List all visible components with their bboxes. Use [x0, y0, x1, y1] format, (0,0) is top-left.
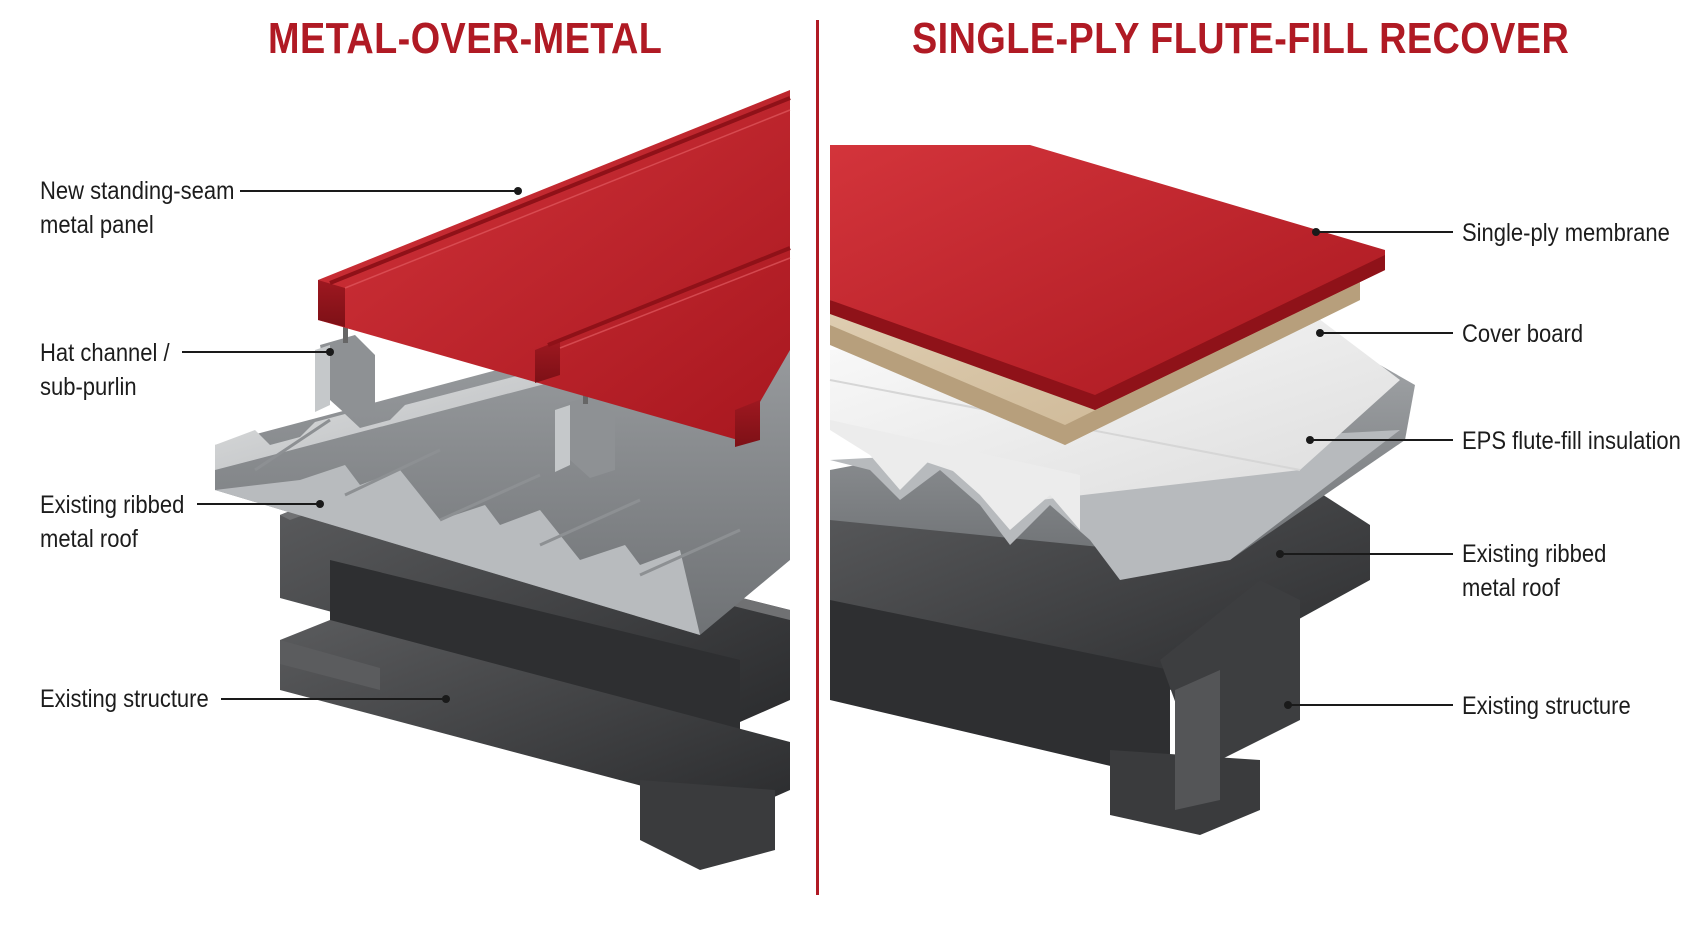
leader-lines: [182, 190, 1453, 706]
label-line: metal panel: [40, 211, 154, 239]
label-existing-ribbed-roof-left: Existing ribbed metal roof: [40, 488, 184, 556]
title-single-ply-flute-fill: SINGLE-PLY FLUTE-FILL RECOVER: [912, 14, 1570, 63]
label-existing-ribbed-roof-right: Existing ribbed metal roof: [1462, 537, 1606, 605]
label-line: Existing ribbed: [40, 491, 185, 519]
title-metal-over-metal: METAL-OVER-METAL: [268, 14, 663, 63]
left-assembly: [215, 90, 791, 870]
label-existing-structure-left: Existing structure: [40, 682, 209, 716]
label-single-ply-membrane: Single-ply membrane: [1462, 216, 1670, 250]
label-existing-structure-right: Existing structure: [1462, 689, 1631, 723]
leader-dots: [316, 187, 1324, 709]
center-divider: [816, 20, 819, 895]
standing-seam-panel-left: [318, 90, 791, 447]
hat-channel-left: [315, 325, 615, 478]
label-line: EPS flute-fill insulation: [1462, 427, 1681, 455]
label-eps-flute-fill: EPS flute-fill insulation: [1462, 424, 1681, 458]
label-line: sub-purlin: [40, 373, 137, 401]
label-line: Hat channel /: [40, 339, 170, 367]
label-line: Existing ribbed: [1462, 540, 1607, 568]
single-ply-membrane-right: [830, 145, 1385, 410]
label-line: Existing structure: [1462, 692, 1631, 720]
label-cover-board: Cover board: [1462, 317, 1583, 351]
label-line: metal roof: [40, 525, 138, 553]
label-line: Existing structure: [40, 685, 209, 713]
label-line: New standing-seam: [40, 177, 235, 205]
label-hat-channel: Hat channel / sub-purlin: [40, 336, 170, 404]
existing-structure-beam-left: [280, 495, 790, 870]
label-new-standing-seam-panel: New standing-seam metal panel: [40, 174, 234, 242]
label-line: Cover board: [1462, 320, 1584, 348]
right-assembly: [829, 145, 1415, 835]
label-line: Single-ply membrane: [1462, 219, 1670, 247]
label-line: metal roof: [1462, 574, 1560, 602]
